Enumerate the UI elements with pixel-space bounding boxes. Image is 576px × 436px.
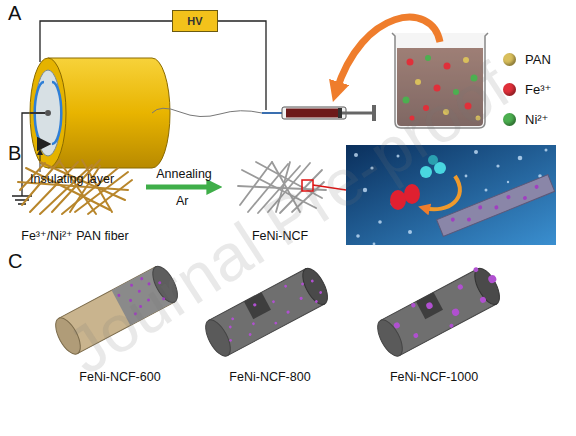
sample-illustration: FeNi-NCF-600 [48,268,192,384]
carbon-fibers [238,162,326,213]
sample-illustration: FeNi-NCF [228,155,332,243]
node-label: FeNi-NCF [252,229,308,243]
condition-label: Ar [176,194,189,208]
watermark: Journal Pre-proof [53,47,522,388]
zoom-inset [346,145,556,245]
syringe [262,105,376,121]
beaker [392,33,488,128]
fiber-bundle [18,160,132,214]
legend-label: Ni²⁺ [525,112,548,127]
zoom-box [302,180,313,191]
wire [218,21,266,110]
panel-letter: A [8,2,21,25]
legend-swatch [503,83,516,96]
transfer-arrow [336,17,440,92]
sample-illustration: FeNi-NCF-800 [200,268,340,384]
part-label: Insulating layer [30,172,114,186]
legend-entry: PAN [503,52,551,67]
sample-illustration: Fe³⁺/Ni²⁺ PAN fiber [10,155,140,243]
cylinder-1000 [372,261,508,360]
node-label: HV [187,15,202,27]
legend-swatch [503,113,516,126]
cylinder-600 [51,262,183,357]
legend-label: PAN [525,52,551,67]
sample-illustration: FeNi-NCF-1000 [362,268,506,384]
node-label: FeNi-NCF-800 [229,370,310,384]
process-arrow [146,185,216,190]
edge-label: Annealing [156,167,212,181]
cylinder-800 [201,264,333,359]
node-label: Fe³⁺/Ni²⁺ PAN fiber [21,228,128,243]
jet-fiber [152,108,262,116]
panel-letter: C [8,250,22,273]
legend-entry: Ni²⁺ [503,112,548,127]
wire [40,21,172,62]
panel-letter: B [8,142,21,165]
node-label: FeNi-NCF-1000 [390,370,478,384]
legend-label: Fe³⁺ [525,82,551,97]
power-supply-box: HV [172,10,218,32]
zoom-line [313,185,346,190]
legend-entry: Fe³⁺ [503,82,551,97]
node-label: FeNi-NCF-600 [79,370,160,384]
legend-swatch [503,53,516,66]
drum-collector [30,58,170,168]
